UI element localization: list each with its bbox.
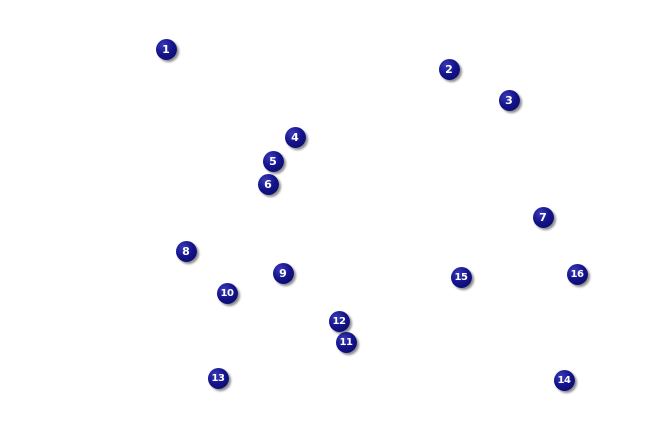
- map-marker-6[interactable]: 6: [257, 173, 279, 195]
- marker-label: 1: [162, 42, 170, 56]
- map-marker-8[interactable]: 8: [175, 240, 197, 262]
- map-marker-15[interactable]: 15: [450, 266, 472, 288]
- marker-label: 4: [291, 130, 299, 144]
- map-marker-14[interactable]: 14: [553, 369, 575, 391]
- marker-label: 8: [182, 244, 190, 258]
- map-marker-12[interactable]: 12: [328, 310, 350, 332]
- map-marker-3[interactable]: 3: [498, 89, 520, 111]
- marker-label: 11: [339, 336, 353, 348]
- map-marker-13[interactable]: 13: [207, 367, 229, 389]
- map-marker-16[interactable]: 16: [566, 263, 588, 285]
- marker-label: 12: [332, 315, 346, 327]
- marker-label: 13: [211, 372, 225, 384]
- marker-label: 7: [539, 210, 547, 224]
- map-marker-10[interactable]: 10: [216, 282, 238, 304]
- map-marker-4[interactable]: 4: [284, 126, 306, 148]
- map-marker-7[interactable]: 7: [532, 206, 554, 228]
- map-marker-1[interactable]: 1: [155, 38, 177, 60]
- marker-label: 5: [269, 154, 277, 168]
- map-marker-2[interactable]: 2: [438, 58, 460, 80]
- marker-label: 14: [557, 374, 571, 386]
- map-marker-9[interactable]: 9: [272, 262, 294, 284]
- marker-label: 6: [264, 177, 272, 191]
- marker-label: 2: [445, 62, 453, 76]
- map-marker-5[interactable]: 5: [262, 150, 284, 172]
- map-marker-11[interactable]: 11: [335, 331, 357, 353]
- marker-label: 16: [570, 268, 584, 280]
- marker-label: 15: [454, 271, 468, 283]
- marker-label: 10: [220, 287, 234, 299]
- marker-label: 9: [279, 266, 287, 280]
- marker-label: 3: [505, 93, 513, 107]
